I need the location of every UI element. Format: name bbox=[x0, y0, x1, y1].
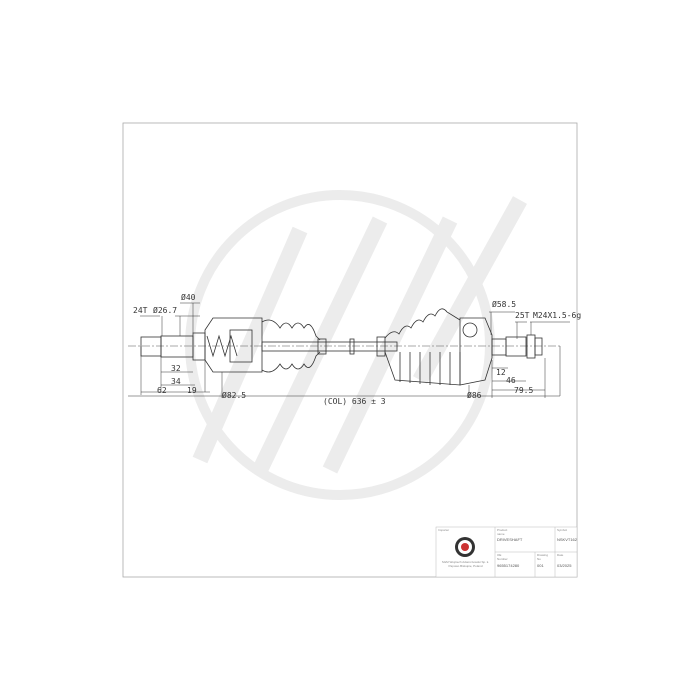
dim-32: 32 bbox=[171, 364, 181, 373]
importer-label: Importer bbox=[438, 528, 450, 532]
symbol-label: Symbol bbox=[557, 528, 568, 532]
oe-number: 9655174280 bbox=[497, 563, 520, 568]
dim-25t: 25T bbox=[515, 311, 530, 320]
dim-dia-58-5: Ø58.5 bbox=[492, 299, 516, 309]
left-boot-top bbox=[261, 319, 321, 341]
dimension-lines bbox=[128, 302, 570, 398]
left-boot-bottom bbox=[261, 351, 321, 373]
symbol-value: NSKVT162 bbox=[557, 537, 578, 542]
right-joint-housing bbox=[459, 317, 493, 386]
dim-overall-length: (COL) 636 ± 3 bbox=[323, 397, 386, 406]
dim-dia-40: Ø40 bbox=[181, 292, 196, 302]
nut bbox=[526, 334, 536, 359]
product-name-label: Product name bbox=[497, 528, 508, 536]
drawing-no: 001 bbox=[537, 563, 544, 568]
dim-24t: 24T bbox=[133, 306, 148, 315]
right-boot-top bbox=[384, 308, 461, 339]
date-value: 03/2025 bbox=[557, 563, 572, 568]
dim-12: 12 bbox=[496, 368, 506, 377]
date-label: Date bbox=[557, 553, 564, 557]
importer-logo bbox=[455, 537, 475, 557]
tripod bbox=[229, 329, 253, 363]
right-spline-stub bbox=[505, 336, 527, 357]
intermediate-shaft bbox=[261, 341, 398, 352]
dim-dia-26-7: Ø26.7 bbox=[153, 305, 177, 315]
dim-dia-86: Ø86 bbox=[467, 390, 482, 400]
dim-46: 46 bbox=[506, 376, 516, 385]
dim-19: 19 bbox=[187, 386, 197, 395]
spring bbox=[206, 334, 238, 358]
drawing-frame bbox=[122, 122, 578, 578]
oe-number-label: OE Number bbox=[497, 553, 508, 561]
drawing-no-label: Drawing No bbox=[537, 553, 549, 561]
shaft-geometry bbox=[140, 308, 543, 386]
dim-thread: M24X1.5-6g bbox=[533, 311, 581, 320]
left-spline-stub bbox=[140, 336, 162, 357]
product-name: DRIVESHAFT bbox=[497, 537, 523, 542]
dim-dia-82-5: Ø82.5 bbox=[222, 390, 246, 400]
dim-79-5: 79.5 bbox=[514, 386, 533, 395]
dimension-labels: 24T Ø26.7 Ø40 Ø82.5 32 34 62 19 (COL) 63… bbox=[133, 292, 581, 406]
dim-62: 62 bbox=[157, 386, 167, 395]
watermark-logo bbox=[185, 190, 527, 500]
dim-34: 34 bbox=[171, 377, 181, 386]
importer-text: SGM Wojciech Adamczewski Sp. k. Papowo B… bbox=[441, 560, 490, 568]
